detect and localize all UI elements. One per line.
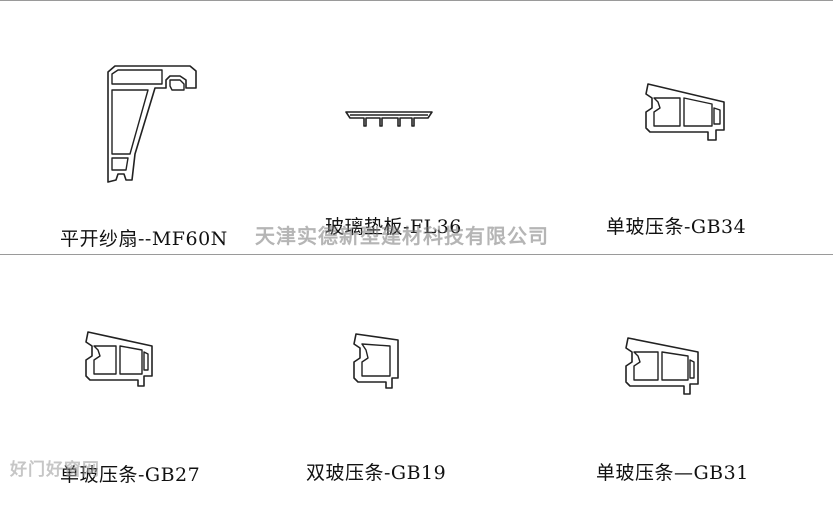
- caption-gb31: 单玻压条—GB31: [596, 462, 749, 484]
- profile-drawing-gb19: [348, 330, 406, 394]
- caption-gb34: 单玻压条-GB34: [606, 216, 747, 238]
- row-divider: [0, 254, 833, 255]
- caption-gb19: 双玻压条-GB19: [306, 462, 447, 484]
- top-border: [0, 0, 833, 1]
- company-watermark: 天津实德新型建材科技有限公司: [255, 224, 549, 248]
- caption-fl36: 玻璃垫板-FL36: [325, 216, 462, 238]
- profile-drawing-gb34: [640, 80, 730, 146]
- profile-drawing-gb31: [620, 334, 704, 400]
- profile-drawing-mf60n: [100, 62, 210, 188]
- caption-gb27: 单玻压条-GB27: [60, 464, 201, 486]
- profile-drawing-fl36: [344, 108, 436, 134]
- profile-drawing-gb27: [80, 328, 158, 392]
- caption-mf60n: 平开纱扇--MF60N: [60, 228, 228, 250]
- site-watermark: 好门好窗网: [10, 460, 100, 480]
